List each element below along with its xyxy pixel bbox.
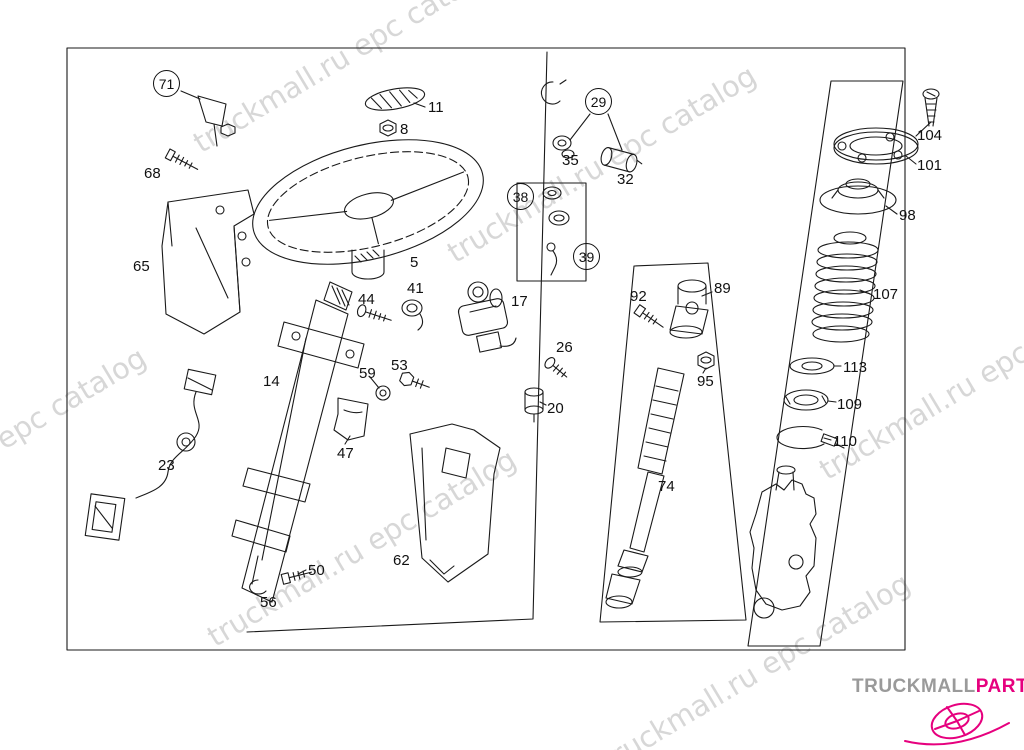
part-label-65: 65 (133, 258, 150, 275)
part-label-109: 109 (837, 396, 863, 413)
part-label-95: 95 (697, 373, 714, 390)
part-95-drawing (697, 351, 715, 370)
part-14-column-drawing (231, 281, 365, 603)
part-113-drawing (789, 357, 835, 375)
part-label-101: 101 (917, 157, 943, 174)
central-group-boundary (246, 51, 548, 633)
part-53-drawing (399, 371, 430, 389)
part-label-47: 47 (337, 445, 354, 462)
part-label-104: 104 (917, 127, 943, 144)
part-47-drawing (333, 397, 369, 441)
part-label-74: 74 (658, 478, 675, 495)
part-65-drawing (161, 189, 255, 335)
part-label-62: 62 (393, 552, 410, 569)
part-label-98: 98 (899, 207, 916, 224)
part-label-35: 35 (562, 152, 579, 169)
part-label-110: 110 (833, 433, 857, 450)
part-68-drawing (164, 148, 199, 170)
leader-lines (297, 102, 932, 575)
part-label-8: 8 (400, 121, 409, 138)
part-107-bellows-drawing (811, 231, 879, 343)
part-41-drawing (401, 299, 424, 331)
part-59-drawing (375, 385, 391, 401)
part-11-drawing (364, 87, 426, 111)
part-71-drawing (180, 90, 236, 147)
part-32-drawing (600, 147, 643, 173)
steering-wheel-drawing (252, 139, 484, 280)
part-23-drawing (84, 368, 217, 541)
part-label-44: 44 (358, 291, 375, 308)
part-label-26: 26 (556, 339, 573, 356)
part-38-39-group-drawing (516, 182, 587, 282)
logo-text-gray: TRUCKMALL (852, 676, 976, 697)
brand-logo: TRUCKMALLPARTS (852, 676, 1024, 698)
part-label-39: 39 (573, 243, 600, 270)
part-20-drawing (524, 387, 544, 423)
part-label-92: 92 (630, 288, 647, 305)
diagram-border (66, 47, 906, 651)
part-label-68: 68 (144, 165, 161, 182)
part-label-32: 32 (617, 171, 634, 188)
part-label-38: 38 (507, 183, 534, 210)
part-98-drawing (819, 178, 897, 215)
part-label-41: 41 (407, 280, 424, 297)
part-label-11: 11 (428, 99, 444, 116)
part-74-drawing (605, 367, 685, 609)
part-109-drawing (783, 389, 829, 411)
logo-text-pink: PARTS (975, 676, 1024, 697)
part-89-drawing (669, 279, 709, 339)
part-label-17: 17 (511, 293, 528, 310)
part-label-59: 59 (359, 365, 376, 382)
part-label-29: 29 (585, 88, 612, 115)
part-label-14: 14 (263, 373, 280, 390)
part-label-20: 20 (547, 400, 564, 417)
part-44-drawing (356, 304, 392, 322)
part-35-drawing (552, 135, 575, 159)
part-8-drawing (379, 119, 397, 137)
part-26-drawing (544, 357, 568, 378)
part-label-23: 23 (158, 457, 175, 474)
part-29-group-drawing (540, 79, 623, 151)
part-label-107: 107 (873, 286, 899, 303)
shaft-group-boundary (599, 262, 747, 623)
part-label-56: 56 (260, 594, 277, 611)
part-92-drawing (633, 304, 664, 328)
part-62-drawing (409, 423, 501, 583)
part-label-5: 5 (410, 254, 419, 271)
steering-gear-drawing (749, 465, 817, 619)
part-101-drawing (833, 127, 919, 165)
part-label-71: 71 (153, 70, 180, 97)
part-50-drawing (280, 570, 313, 585)
part-label-53: 53 (391, 357, 408, 374)
part-104-drawing (922, 88, 940, 127)
part-17-drawing (457, 281, 517, 353)
part-110-drawing (776, 425, 845, 450)
logo-wheel-icon (904, 702, 1010, 746)
part-label-113: 113 (843, 359, 867, 376)
right-group-boundary (747, 80, 904, 647)
part-label-50: 50 (308, 562, 325, 579)
part-56-drawing (249, 579, 267, 595)
part-label-89: 89 (714, 280, 731, 297)
